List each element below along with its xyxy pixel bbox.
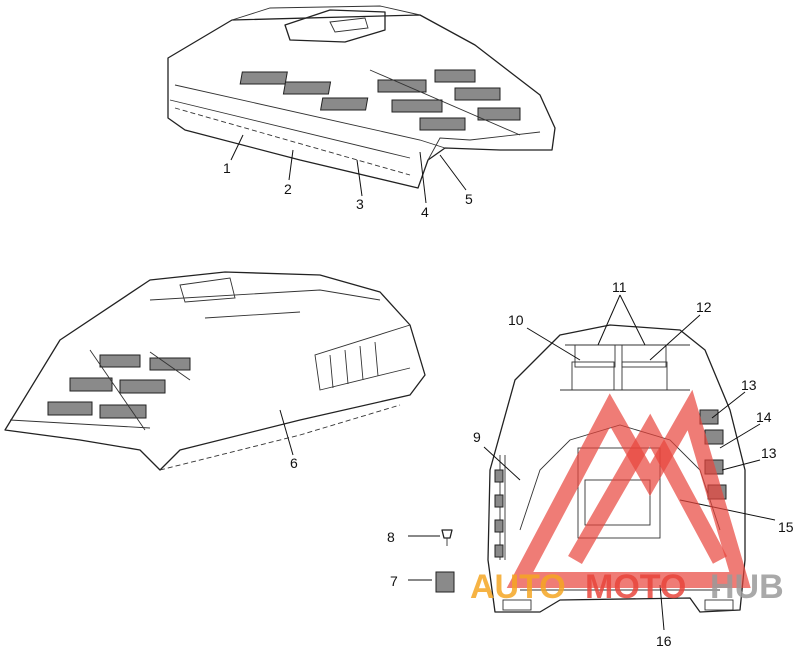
screw-part [441,529,453,539]
callout-12: 12 [696,299,712,315]
grille-part [435,571,455,593]
callout-7: 7 [390,573,398,589]
watermark-inner-mark [568,413,728,564]
callout-3: 3 [356,196,364,212]
callout-5: 5 [465,191,473,207]
watermark-text-auto: AUTO [470,568,566,606]
hood-side-view [167,5,556,189]
callout-14: 14 [756,409,772,425]
callout-15: 15 [778,519,794,535]
callout-13-lower: 13 [761,445,777,461]
watermark-logo: AUTO MOTO HUB [470,389,784,606]
callout-labels: 1 2 3 4 5 6 7 8 9 10 11 12 13 14 13 15 1… [223,160,794,649]
callout-16: 16 [656,633,672,649]
callout-10: 10 [508,312,524,328]
callout-13-upper: 13 [741,377,757,393]
watermark-triangle-mark [506,389,751,588]
callout-2: 2 [284,181,292,197]
callout-9: 9 [473,429,481,445]
callout-8: 8 [387,529,395,545]
small-parts [435,529,455,593]
watermark-text-moto: MOTO [585,568,686,606]
callout-11: 11 [612,279,627,295]
callout-4: 4 [421,204,429,220]
watermark-text-hub: HUB [710,568,784,606]
callout-6: 6 [290,455,298,471]
callout-1: 1 [223,160,231,176]
hood-three-quarter-view [4,271,426,471]
